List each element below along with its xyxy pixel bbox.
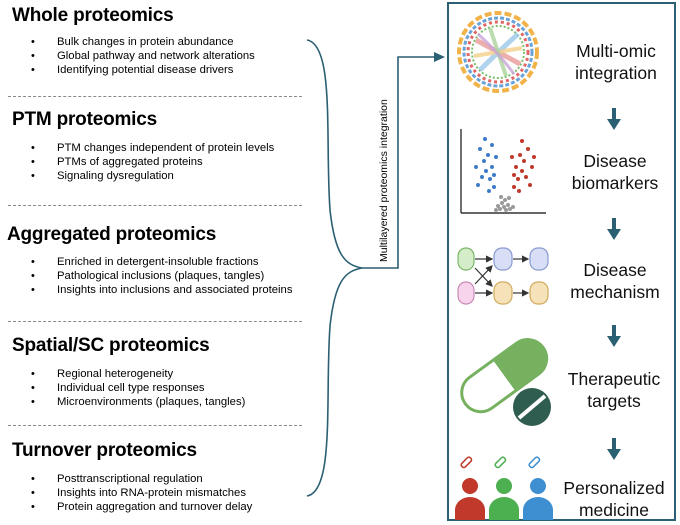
outcomes-panel: [447, 2, 676, 521]
list-item: Global pathway and network alterations: [0, 49, 330, 63]
list-item: Identifying potential disease drivers: [0, 63, 330, 77]
bullet-list: Regional heterogeneity Individual cell t…: [0, 367, 330, 409]
down-arrow-icon: [607, 108, 621, 130]
bullet-list: Bulk changes in protein abundance Global…: [0, 35, 330, 77]
list-item: PTMs of aggregated proteins: [0, 155, 330, 169]
arrow-head-icon: [434, 52, 445, 62]
circos-plot-icon: [457, 11, 539, 93]
list-item: Regional heterogeneity: [0, 367, 330, 381]
divider: [8, 321, 302, 322]
section-spatial-sc-proteomics: Spatial/SC proteomics Regional heterogen…: [0, 335, 330, 409]
bullet-list: PTM changes independent of protein level…: [0, 141, 330, 183]
section-title: Spatial/SC proteomics: [12, 335, 210, 356]
list-item: Protein aggregation and turnover delay: [0, 500, 330, 514]
down-arrow-icon: [607, 325, 621, 347]
outcome-label-biomarkers: Disease biomarkers: [571, 151, 659, 193]
patients-icon: [455, 456, 553, 520]
list-item: Insights into RNA-protein mismatches: [0, 486, 330, 500]
section-title: Whole proteomics: [12, 5, 174, 26]
divider: [8, 205, 302, 206]
section-title: Turnover proteomics: [12, 440, 197, 461]
outcome-label-multi-omic: Multi-omic integration: [575, 41, 657, 83]
down-arrow-icon: [607, 218, 621, 240]
bullet-list: Enriched in detergent-insoluble fraction…: [0, 255, 330, 297]
list-item: Pathological inclusions (plaques, tangle…: [0, 269, 330, 283]
pill-icon: [460, 338, 551, 426]
list-item: Microenvironments (plaques, tangles): [0, 395, 330, 409]
divider: [8, 96, 302, 97]
section-whole-proteomics: Whole proteomics Bulk changes in protein…: [0, 5, 330, 77]
bullet-list: Posttranscriptional regulation Insights …: [0, 472, 330, 514]
down-arrow-icon: [607, 438, 621, 460]
section-turnover-proteomics: Turnover proteomics Posttranscriptional …: [0, 440, 330, 514]
section-ptm-proteomics: PTM proteomics PTM changes independent o…: [0, 109, 330, 183]
outcome-label-mechanism: Disease mechanism: [570, 260, 660, 302]
list-item: Enriched in detergent-insoluble fraction…: [0, 255, 330, 269]
list-item: Signaling dysregulation: [0, 169, 330, 183]
list-item: Insights into inclusions and associated …: [0, 283, 330, 297]
section-title: PTM proteomics: [12, 109, 157, 130]
outcome-label-personalized: Personalized medicine: [563, 478, 665, 520]
list-item: Individual cell type responses: [0, 381, 330, 395]
list-item: PTM changes independent of protein level…: [0, 141, 330, 155]
divider: [8, 425, 302, 426]
outcome-label-therapeutic: Therapeutic targets: [567, 369, 661, 411]
integration-label: Multilayered proteomics integration: [378, 99, 390, 262]
volcano-plot-icon: [460, 129, 546, 214]
pathway-network-icon: [457, 247, 549, 305]
section-aggregated-proteomics: Aggregated proteomics Enriched in deterg…: [0, 224, 330, 297]
list-item: Posttranscriptional regulation: [0, 472, 330, 486]
section-title: Aggregated proteomics: [7, 224, 217, 245]
list-item: Bulk changes in protein abundance: [0, 35, 330, 49]
